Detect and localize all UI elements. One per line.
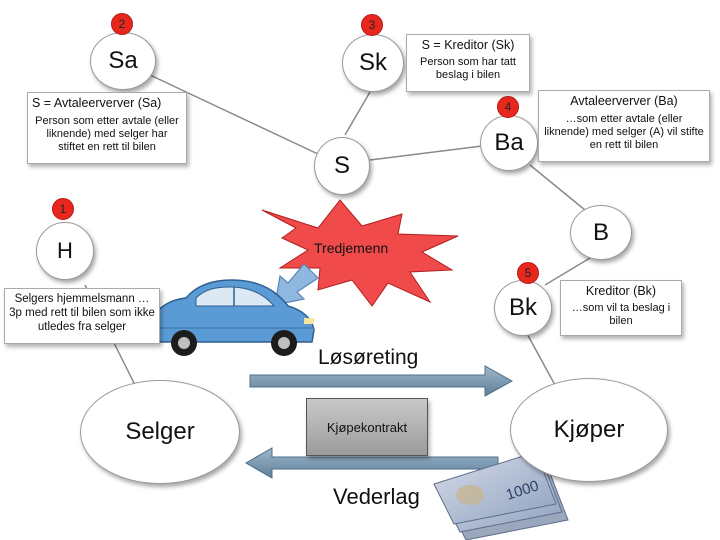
box-ba: Avtaleerverver (Ba) …som etter avtale (e… xyxy=(538,90,710,162)
node-kjoper: Kjøper xyxy=(510,378,668,482)
node-b: B xyxy=(570,205,632,260)
losoreting-arrow xyxy=(249,365,514,397)
box-bk-title: Kreditor (Bk) xyxy=(585,284,657,298)
node-selger-label: Selger xyxy=(125,418,195,445)
box-ba-title: Avtaleerverver (Ba) xyxy=(570,94,678,108)
pointer-arrow xyxy=(274,263,319,306)
node-s-label: S xyxy=(333,152,350,179)
node-b-label: B xyxy=(592,218,609,246)
node-sk: Sk xyxy=(342,34,404,92)
badge-2: 2 xyxy=(111,13,133,35)
kjopekontrakt-box: Kjøpekontrakt xyxy=(306,398,428,456)
box-sa-title: S = Avtaleerverver (Sa) xyxy=(32,96,162,110)
node-bk: Bk xyxy=(494,280,552,336)
box-bk: Kreditor (Bk) …som vil ta beslag i bilen xyxy=(560,280,682,336)
node-h-label: H xyxy=(57,238,73,263)
badge-1: 1 xyxy=(52,198,74,220)
node-sa: Sa xyxy=(90,32,156,90)
badge-3: 3 xyxy=(361,14,383,36)
losoreting-label: Løsøreting xyxy=(318,346,419,369)
node-h: H xyxy=(36,222,94,280)
kjopekontrakt-label: Kjøpekontrakt xyxy=(326,419,408,435)
vederlag-label: Vederlag xyxy=(333,484,420,509)
box-sk-desc: Person som har tatt beslag i bilen xyxy=(420,56,516,81)
money-illustration: 1000 xyxy=(433,451,569,540)
line-ba-b xyxy=(529,164,586,211)
box-bk-desc: …som vil ta beslag i bilen xyxy=(571,302,671,327)
line-sa-s xyxy=(149,74,321,156)
tredjemenn-starburst xyxy=(261,199,459,307)
line-b-bk xyxy=(544,254,596,286)
box-sk: S = Kreditor (Sk) Person som har tatt be… xyxy=(406,34,530,92)
box-ba-desc: …som etter avtale (eller liknende) med s… xyxy=(544,113,704,151)
box-sa: S = Avtaleerverver (Sa) Person som etter… xyxy=(27,92,187,164)
node-sa-label: Sa xyxy=(108,47,138,74)
node-s: S xyxy=(314,137,370,195)
box-h-desc: Selgers hjemmelsmann …3p med rett til bi… xyxy=(9,293,155,333)
node-sk-label: Sk xyxy=(358,49,387,76)
box-h: Selgers hjemmelsmann …3p med rett til bi… xyxy=(4,288,160,344)
tredjemenn-label: Tredjemenn xyxy=(314,240,389,256)
box-sk-title: S = Kreditor (Sk) xyxy=(421,38,515,52)
line-s-ba xyxy=(369,144,491,161)
node-ba-label: Ba xyxy=(494,129,524,156)
vederlag-arrow xyxy=(244,447,499,479)
node-bk-label: Bk xyxy=(508,294,537,321)
badge-5: 5 xyxy=(517,262,539,284)
line-sk-s xyxy=(344,91,371,136)
node-selger: Selger xyxy=(80,380,240,484)
car-illustration xyxy=(149,279,315,356)
box-sa-desc: Person som etter avtale (eller liknende)… xyxy=(35,115,179,153)
line-bk-kjoper xyxy=(524,329,556,386)
badge-4: 4 xyxy=(497,96,519,118)
node-ba: Ba xyxy=(480,115,538,171)
node-kjoper-label: Kjøper xyxy=(553,416,625,443)
